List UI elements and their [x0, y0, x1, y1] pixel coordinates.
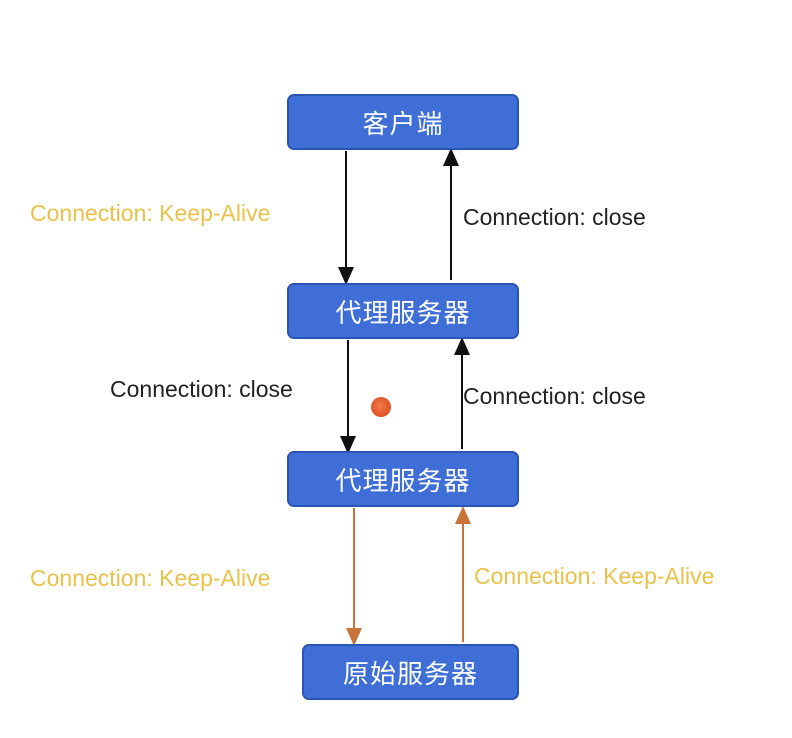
- origin-server-node: 原始服务器: [302, 644, 519, 700]
- label-origin-to-proxy2: Connection: Keep-Alive: [474, 563, 715, 589]
- client-node: 客户端: [287, 94, 519, 150]
- label-proxy1-to-proxy2: Connection: close: [110, 376, 293, 402]
- pointer-cursor-dot: [371, 397, 391, 417]
- label-proxy1-to-client: Connection: close: [463, 204, 646, 230]
- label-client-to-proxy1: Connection: Keep-Alive: [30, 200, 271, 226]
- label-proxy2-to-origin: Connection: Keep-Alive: [30, 565, 271, 591]
- proxy-server-node-2: 代理服务器: [287, 451, 519, 507]
- label-proxy2-to-proxy1: Connection: close: [463, 383, 646, 409]
- proxy-server-node-1: 代理服务器: [287, 283, 519, 339]
